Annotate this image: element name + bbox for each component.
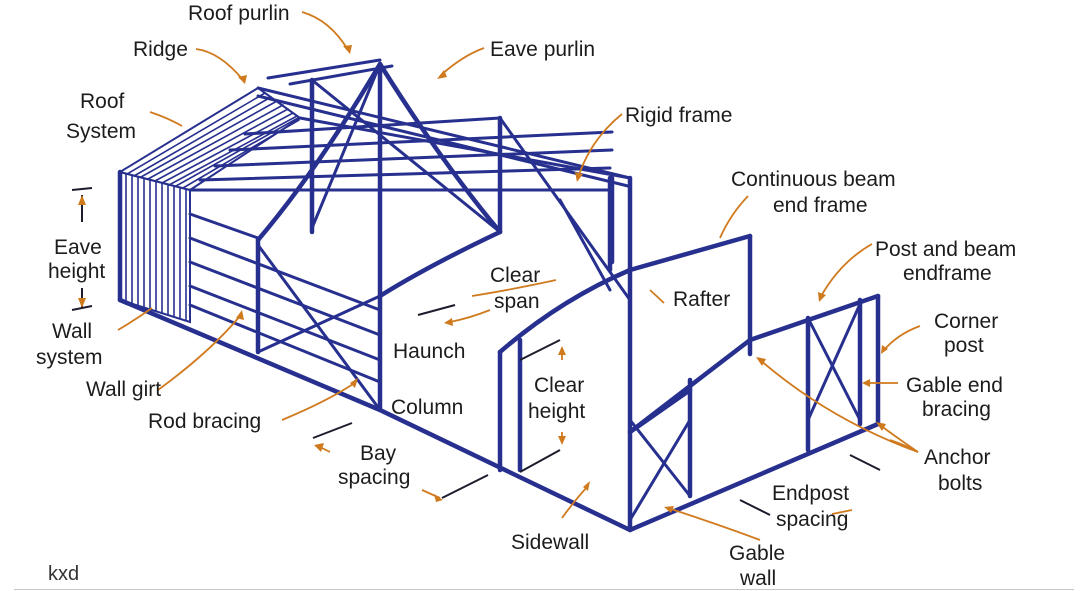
- wall-cladding: [119, 170, 191, 324]
- label-clear-height-line1: Clear: [534, 374, 584, 397]
- label-gable-wall-line1: Gable: [729, 542, 785, 565]
- label-roof-purlin: Roof purlin: [188, 2, 290, 25]
- bottom-divider: [14, 589, 1074, 590]
- label-rafter: Rafter: [673, 288, 730, 311]
- post-and-beam-endframe: [627, 293, 881, 499]
- label-endpost-spacing-line2: spacing: [776, 508, 848, 531]
- label-sidewall: Sidewall: [511, 531, 589, 554]
- label-gable-end-bracing-line2: bracing: [922, 398, 991, 421]
- label-bay-spacing-line2: spacing: [338, 466, 410, 489]
- watermark-text: kxd: [48, 563, 79, 585]
- label-rigid-frame: Rigid frame: [625, 104, 732, 127]
- label-clear-span-line2: span: [494, 290, 540, 313]
- label-ridge: Ridge: [133, 38, 188, 61]
- label-wall-system-line2: system: [36, 346, 103, 369]
- roof-purlins: [188, 58, 632, 192]
- label-eave-purlin: Eave purlin: [490, 38, 595, 61]
- label-wall-system-line1: Wall: [52, 320, 92, 343]
- label-eave-height-line2: height: [48, 260, 105, 283]
- labels: Roof purlin Ridge Eave purlin Roof Syste…: [36, 2, 1016, 590]
- label-clear-span-line1: Clear: [490, 264, 540, 287]
- label-haunch: Haunch: [393, 340, 465, 363]
- dimension-markers: [71, 187, 881, 516]
- roof-sheeting: [117, 86, 302, 192]
- label-gable-end-bracing-line1: Gable end: [906, 374, 1003, 397]
- label-eave-height-line1: Eave: [54, 236, 102, 259]
- label-anchor-bolts-line2: bolts: [938, 472, 982, 495]
- label-gable-wall-line2: wall: [739, 567, 776, 590]
- label-endpost-spacing-line1: Endpost: [772, 482, 849, 505]
- wall-girts: [188, 212, 382, 384]
- foundation-outline: [117, 169, 881, 533]
- rod-bracing-lines: [256, 62, 632, 412]
- label-bay-spacing-line1: Bay: [360, 442, 397, 465]
- label-rod-bracing: Rod bracing: [148, 410, 261, 433]
- label-corner-post-line1: Corner: [934, 310, 998, 333]
- rigid-frames: [255, 61, 633, 533]
- label-wall-girt: Wall girt: [86, 378, 161, 401]
- label-corner-post-line2: post: [944, 334, 984, 357]
- label-post-beam-line1: Post and beam: [875, 238, 1016, 261]
- label-continuous-beam-line2: end frame: [773, 194, 868, 217]
- label-roof-system-line1: Roof: [80, 90, 125, 113]
- label-continuous-beam-line1: Continuous beam: [731, 168, 896, 191]
- label-anchor-bolts-line1: Anchor: [924, 446, 991, 469]
- continuous-beam-end-frame: [497, 233, 753, 473]
- label-post-beam-line2: endframe: [903, 262, 992, 285]
- label-column: Column: [391, 396, 463, 419]
- gable-end-bracing-lines: [628, 302, 862, 522]
- leader-lines: [117, 11, 921, 541]
- label-clear-height-line2: height: [528, 400, 585, 423]
- label-roof-system-line2: System: [66, 120, 136, 143]
